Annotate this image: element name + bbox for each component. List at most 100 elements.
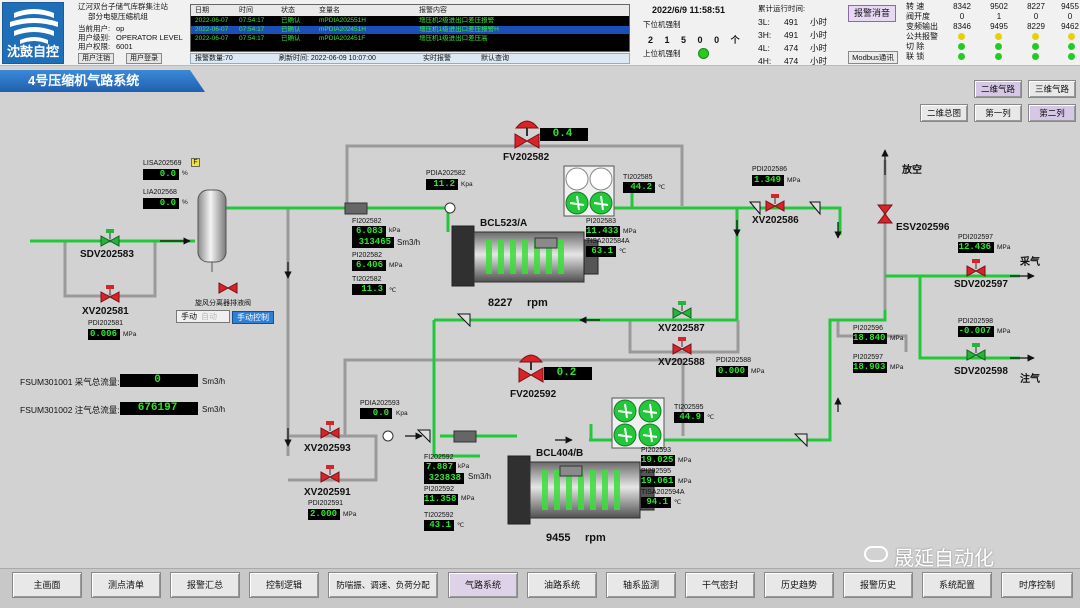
status-lamp-icon [958, 43, 965, 50]
valve-value: 0 [959, 12, 965, 21]
login-button[interactable]: 用户登录 [126, 53, 162, 64]
unit-lisa202569: % [182, 170, 188, 177]
tag-ti202595: TI202595 [674, 404, 704, 411]
valve-sdv202583-icon[interactable] [100, 228, 120, 250]
user-rights-label: 用户权限: [78, 42, 111, 51]
alarm-status: 已确认 [281, 35, 301, 42]
value-pi202596: 18.840 [853, 333, 887, 344]
tag-fi202582: FI202582 [352, 218, 382, 225]
nav-dry-gas-seal[interactable]: 干气密封 [685, 572, 755, 598]
valve-esv202596-icon[interactable] [876, 204, 896, 224]
alarm-row[interactable]: 2022-06-07 07:54:17 已确认 mPDIA202451H 增压机… [191, 26, 629, 34]
valve-xv202588-icon[interactable] [672, 336, 692, 358]
speed-value: 9502 [990, 2, 1008, 11]
row-label: 变频输出 [906, 22, 938, 31]
label-sdv202598: SDV202598 [954, 366, 1008, 377]
flowmeter-fi202592 [453, 430, 477, 443]
view-train2-button[interactable]: 第二列 [1028, 104, 1076, 122]
alarm-table-header: 日期 时间 状态 变量名 报警内容 [191, 5, 629, 16]
manual-control-button[interactable]: 手动控制 [232, 311, 274, 324]
nav-antisurge[interactable]: 防喘振、调速、负荷分配 [328, 572, 438, 598]
label-xv202586: XV202586 [752, 215, 799, 226]
alarm-date: 2022-06-07 [195, 26, 229, 33]
alarm-variable: mPDIA202451H [319, 26, 366, 33]
logout-button[interactable]: 用户注销 [78, 53, 114, 64]
nav-system-config[interactable]: 系统配置 [922, 572, 992, 598]
alarm-time: 07:54:17 [239, 26, 265, 33]
header-bar: 沈鼓自控 辽河双台子储气库群集注站 部分电驱压缩机组 当前用户: op 用户级别… [0, 0, 1080, 66]
alarm-time: 07:54:17 [239, 17, 265, 24]
view-train1-button[interactable]: 第一列 [974, 104, 1022, 122]
view-2d-overview-button[interactable]: 二维总图 [920, 104, 968, 122]
nav-control-logic[interactable]: 控制逻辑 [249, 572, 319, 598]
mode-auto-text: 自动 [201, 312, 217, 321]
unit-pi202583: MPa [623, 228, 637, 235]
value-pi202582: 6.406 [352, 260, 386, 271]
nav-gas-system[interactable]: 气路系统 [448, 572, 518, 598]
status-lamp-icon [1068, 33, 1075, 40]
valve-xv202587-icon[interactable] [672, 300, 692, 322]
compressor-a-name: BCL523/A [480, 218, 528, 229]
runtime-unit: 小时 [810, 30, 828, 40]
alarm-ack-button[interactable]: 报警消音 [848, 5, 896, 22]
runtime-value: 491 [784, 17, 799, 27]
valve-xv202586-icon[interactable] [765, 193, 785, 215]
site-name: 辽河双台子储气库群集注站 [78, 2, 168, 11]
alarm-content: 增压机1级进出口差压报警H [419, 26, 499, 33]
dp-gauge-icon [382, 430, 394, 442]
label-xv202587: XV202587 [658, 323, 705, 334]
mode-toggle[interactable]: 手动自动 [176, 310, 230, 323]
alarm-row[interactable]: 2022-06-07 07:54:17 已确认 mPDIA202451F 增压机… [191, 35, 629, 43]
value-pdia202582: 11.2 [426, 179, 458, 190]
control-valve-fv202592-icon[interactable] [516, 350, 546, 386]
nav-sequence-control[interactable]: 时序控制 [1001, 572, 1073, 598]
cooler-fans-a [563, 165, 615, 217]
alarm-variable: mPDIA202451F [319, 35, 366, 42]
col-time: 时间 [239, 7, 253, 14]
alarm-table[interactable]: 日期 时间 状态 变量名 报警内容 2022-06-07 07:54:17 已确… [190, 4, 630, 52]
status-lamp-icon [1032, 33, 1039, 40]
tag-pdia202593: PDIA202593 [360, 400, 400, 407]
view-2d-gas-button[interactable]: 二维气路 [974, 80, 1022, 98]
realtime-alarm-link[interactable]: 实时报警 [423, 55, 451, 62]
unit-pdia202582: Kpa [461, 181, 473, 188]
valve-sdv202597-icon[interactable] [966, 258, 986, 280]
force-digit: 5 [681, 35, 687, 45]
user-level-value: OPERATOR LEVEL [116, 33, 183, 42]
label-xv202588: XV202588 [658, 357, 705, 368]
control-valve-fv202582-icon[interactable] [512, 116, 542, 152]
valve-xv202591-icon[interactable] [320, 464, 340, 486]
modbus-button[interactable]: Modbus通讯 [848, 51, 898, 64]
col-status: 状态 [281, 7, 295, 14]
default-query-link[interactable]: 默认查询 [481, 55, 509, 62]
valve-sdv202598-icon[interactable] [966, 342, 986, 364]
user-rights-value: 6001 [116, 42, 133, 51]
drain-valve-icon[interactable] [218, 280, 238, 296]
value-pdi202586: 1.349 [752, 175, 784, 186]
nav-history-trend[interactable]: 历史趋势 [764, 572, 834, 598]
value-pdia202593: 0.0 [360, 408, 392, 419]
nav-oil-system[interactable]: 油路系统 [527, 572, 597, 598]
alarm-row[interactable]: 2022-06-07 07:54:17 已确认 mPDIA202551H 增压机… [191, 17, 629, 25]
nav-main[interactable]: 主画面 [12, 572, 82, 598]
compressor-b-name: BCL404/B [536, 448, 584, 459]
wechat-icon [864, 546, 888, 562]
nav-alarm-history[interactable]: 报警历史 [843, 572, 913, 598]
col-variable: 变量名 [319, 7, 340, 14]
valve-xv202593-icon[interactable] [320, 420, 340, 442]
nav-point-list[interactable]: 测点清单 [91, 572, 161, 598]
nav-alarm-summary[interactable]: 报警汇总 [170, 572, 240, 598]
view-3d-gas-button[interactable]: 三维气路 [1028, 80, 1076, 98]
lower-force-label: 下位机强制 [643, 20, 681, 29]
value-pdi202598: -0.007 [958, 326, 994, 337]
unit-ti202595: ℃ [707, 414, 715, 421]
flowmeter-fi202582 [344, 202, 368, 215]
page-title: 4号压缩机气路系统 [0, 70, 205, 92]
value-tisa202594: 94.1 [641, 497, 671, 508]
nav-shaft-monitor[interactable]: 轴系监测 [606, 572, 676, 598]
tag-lisa202569: LISA202569 [143, 160, 182, 167]
runtime-value: 491 [784, 30, 799, 40]
valve-xv202581-icon[interactable] [100, 284, 120, 306]
